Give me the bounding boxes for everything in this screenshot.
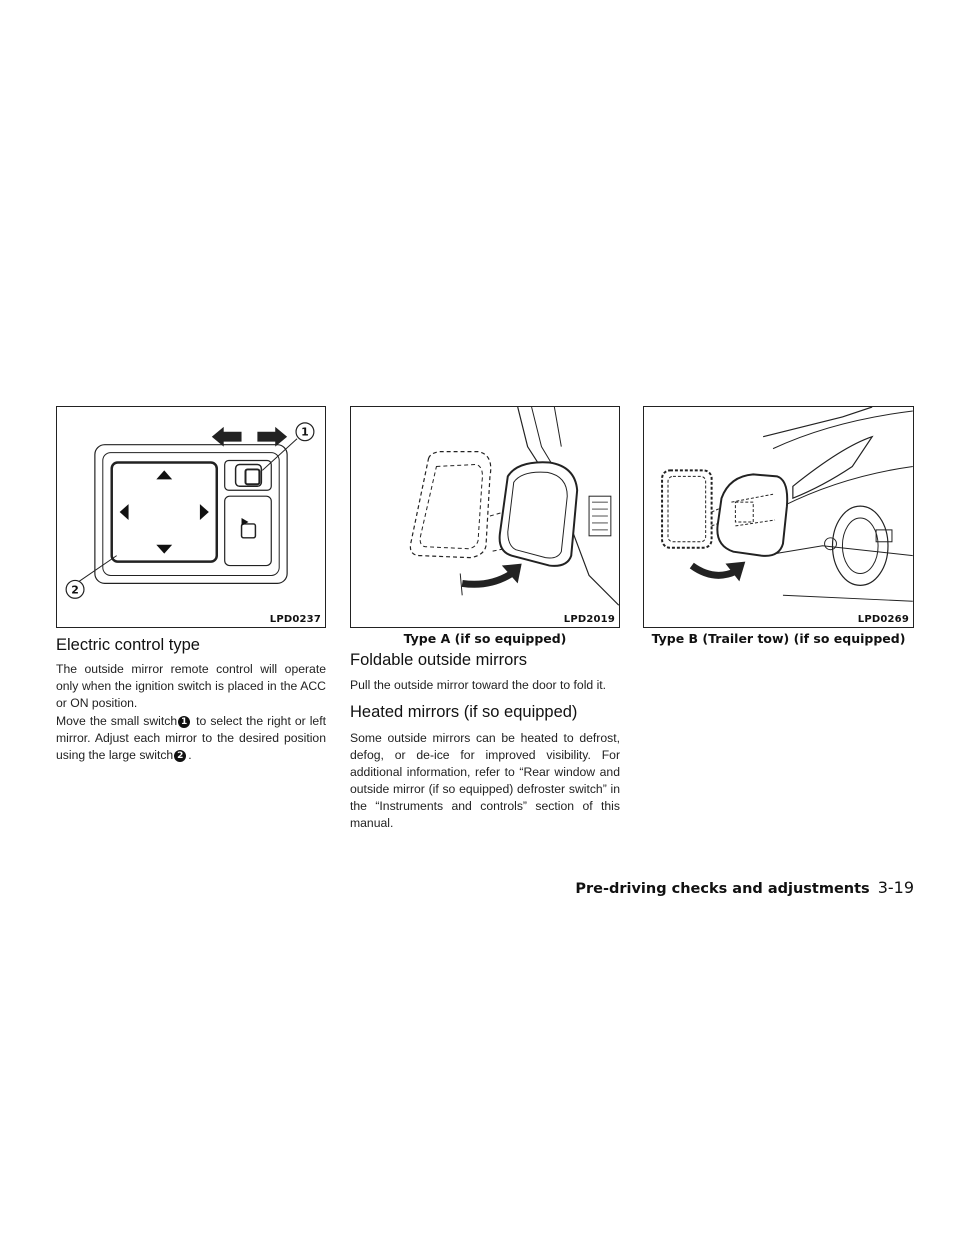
- section-heading-heated: Heated mirrors (if so equipped): [350, 703, 578, 721]
- figure-code: LPD0237: [269, 614, 321, 625]
- paragraph-electric-operation: The outside mirror remote control will o…: [56, 662, 326, 710]
- paragraph-heated: Some outside mirrors can be heated to de…: [350, 731, 620, 830]
- callout-marker-2: 2: [174, 750, 187, 762]
- figure-mirror-type-b: LPD0269: [643, 406, 914, 628]
- mirror-type-b-illustration: [661, 407, 913, 602]
- figure-caption-type-a: Type A (if so equipped): [403, 631, 567, 646]
- figure-caption-type-b: Type B (Trailer tow) (if so equipped): [651, 631, 906, 646]
- text-segment: Move the small switch: [56, 714, 178, 728]
- section-heading-electric-control: Electric control type: [56, 636, 200, 654]
- figure-mirror-switch: 1 2 LPD0237: [56, 406, 326, 628]
- text-segment: to select the right or left mirror. Adju…: [56, 714, 326, 762]
- paragraph-foldable: Pull the outside mirror toward the door …: [350, 678, 607, 692]
- footer-section-title: Pre-driving checks and adjustments: [575, 881, 870, 897]
- figure-mirror-type-a: LPD2019: [350, 406, 620, 628]
- mirror-switch-illustration: 1 2: [65, 422, 315, 599]
- callout-marker-1: 1: [178, 716, 191, 728]
- page-number: 3-19: [877, 878, 914, 897]
- text-segment: .: [188, 748, 192, 762]
- section-heading-foldable: Foldable outside mirrors: [350, 651, 527, 669]
- callout-1: 1: [301, 426, 309, 439]
- figure-code: LPD0269: [857, 614, 909, 625]
- page-footer: Pre-driving checks and adjustments 3-19: [575, 878, 914, 897]
- figure-code: LPD2019: [563, 614, 615, 625]
- callout-2: 2: [71, 583, 79, 596]
- mirror-type-a-illustration: [409, 407, 619, 606]
